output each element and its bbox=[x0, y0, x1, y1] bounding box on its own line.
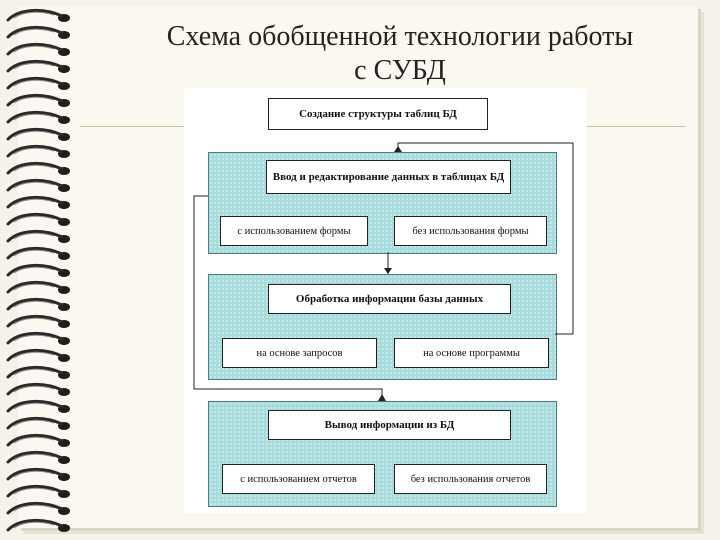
spiral-ring-icon bbox=[8, 146, 70, 158]
arrowhead-icon bbox=[378, 394, 386, 401]
left-connector bbox=[194, 196, 382, 401]
spiral-ring-icon bbox=[8, 486, 70, 498]
arrowhead-icon bbox=[384, 268, 392, 274]
spiral-ring-icon bbox=[8, 10, 70, 22]
spiral-ring-icon bbox=[8, 469, 70, 481]
spiral-ring-icon bbox=[8, 520, 70, 532]
spiral-ring-icon bbox=[8, 78, 70, 90]
spiral-ring-icon bbox=[8, 435, 70, 447]
spiral-ring-icon bbox=[8, 401, 70, 413]
spiral-ring-icon bbox=[8, 452, 70, 464]
spiral-ring-icon bbox=[8, 231, 70, 243]
spiral-ring-icon bbox=[8, 163, 70, 175]
spiral-ring-icon bbox=[8, 367, 70, 379]
spiral-ring-icon bbox=[8, 384, 70, 396]
spiral-ring-icon bbox=[8, 112, 70, 124]
title-line-2: с СУБД bbox=[100, 54, 700, 88]
spiral-ring-icon bbox=[8, 418, 70, 430]
spiral-ring-icon bbox=[8, 333, 70, 345]
spiral-ring-icon bbox=[8, 503, 70, 515]
spiral-ring-icon bbox=[8, 180, 70, 192]
slide-title: Схема обобщенной технологии работы с СУБ… bbox=[100, 20, 700, 88]
spiral-ring-icon bbox=[8, 95, 70, 107]
spiral-ring-icon bbox=[8, 27, 70, 39]
spiral-ring-icon bbox=[8, 214, 70, 226]
spiral-binding-icon bbox=[0, 0, 80, 540]
spiral-ring-icon bbox=[8, 350, 70, 362]
spiral-ring-icon bbox=[8, 265, 70, 277]
title-line-1: Схема обобщенной технологии работы bbox=[100, 20, 700, 54]
spiral-ring-icon bbox=[8, 299, 70, 311]
spiral-ring-icon bbox=[8, 129, 70, 141]
spiral-ring-icon bbox=[8, 197, 70, 209]
technology-diagram: Создание структуры таблиц БД Ввод и реда… bbox=[184, 88, 587, 513]
arrowhead-icon bbox=[394, 146, 402, 152]
spiral-ring-icon bbox=[8, 316, 70, 328]
spiral-ring-icon bbox=[8, 282, 70, 294]
spiral-ring-icon bbox=[8, 61, 70, 73]
diagram-connectors bbox=[184, 88, 587, 513]
feedback-connector bbox=[398, 143, 573, 334]
spiral-ring-icon bbox=[8, 44, 70, 56]
spiral-ring-icon bbox=[8, 248, 70, 260]
